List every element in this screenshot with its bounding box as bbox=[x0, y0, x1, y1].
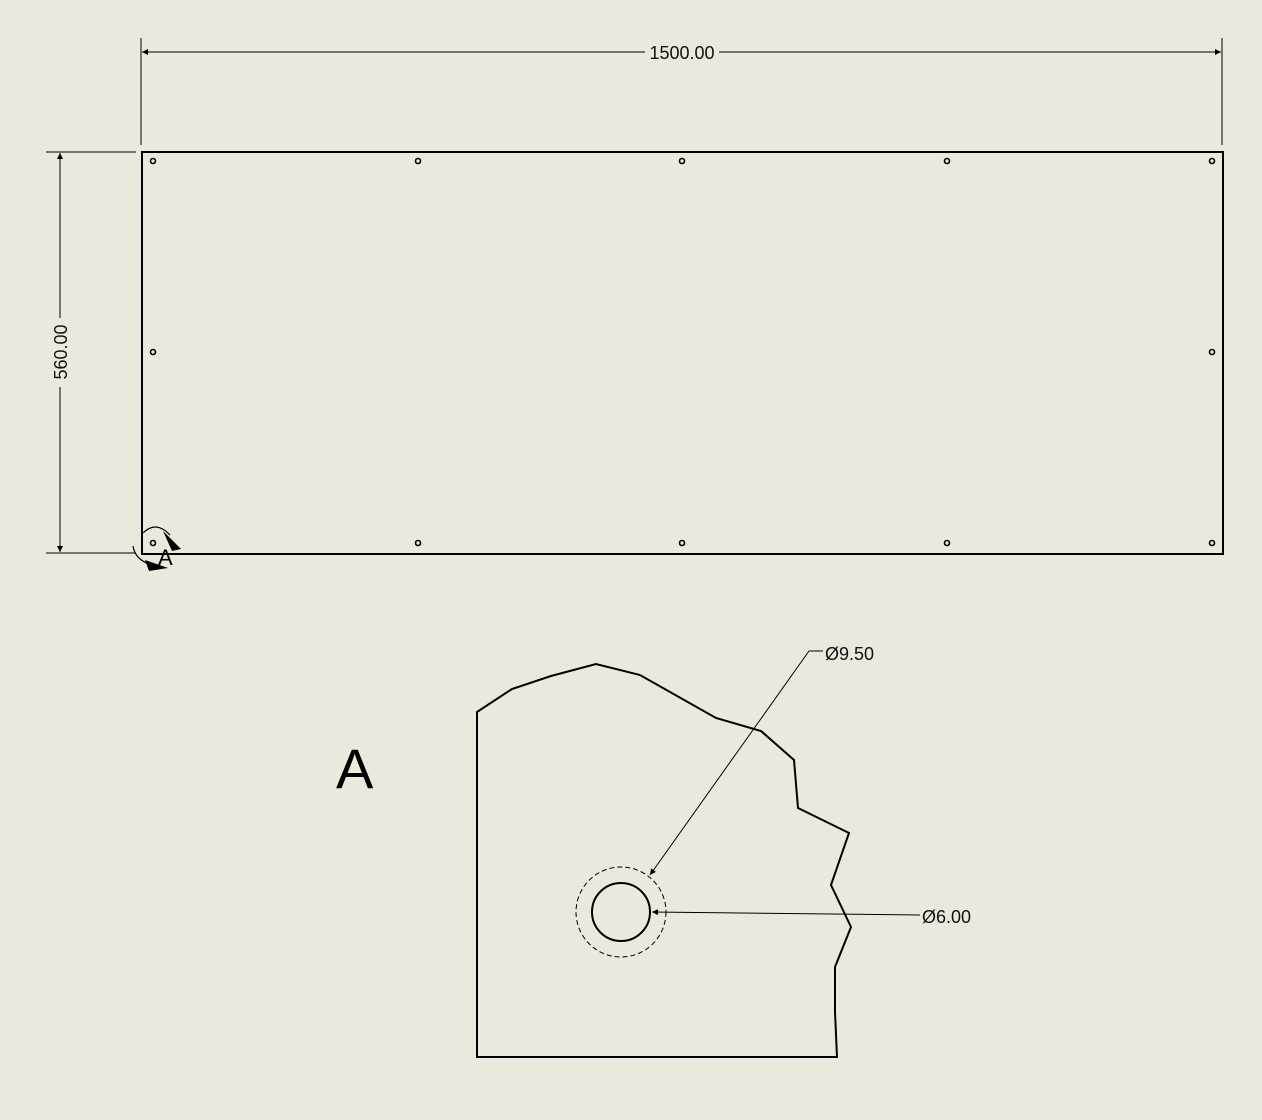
mounting-hole bbox=[414, 157, 422, 165]
detail-callout-letter: A bbox=[158, 545, 173, 570]
hole-diameter-annotation: Ø6.00 bbox=[651, 907, 971, 927]
panel-outline bbox=[141, 151, 1224, 555]
mounting-hole bbox=[943, 539, 951, 547]
outer-diameter-value: Ø9.50 bbox=[825, 644, 874, 664]
mounting-hole bbox=[1208, 539, 1216, 547]
outer-diameter-annotation: Ø9.50 bbox=[649, 644, 874, 876]
detail-callout-arrow-lower bbox=[145, 560, 168, 571]
hole-diameter-value: Ø6.00 bbox=[922, 907, 971, 927]
width-dimension-value: 1500.00 bbox=[649, 43, 714, 63]
mounting-hole bbox=[149, 348, 157, 356]
mounting-hole bbox=[1208, 348, 1216, 356]
detail-view-label: A bbox=[336, 737, 374, 800]
mounting-hole bbox=[1208, 157, 1216, 165]
detail-callout-arc bbox=[142, 526, 171, 536]
outer-diameter-leader bbox=[649, 650, 810, 876]
height-dimension-value: 560.00 bbox=[51, 324, 71, 379]
hole-diameter-leader bbox=[651, 909, 921, 916]
height-dimension: 560.00 bbox=[46, 151, 136, 554]
detail-callout: A bbox=[132, 526, 181, 571]
detail-hole bbox=[591, 882, 651, 942]
detail-callout-arrow-upper bbox=[163, 531, 181, 551]
mounting-holes bbox=[149, 157, 1216, 547]
mounting-hole bbox=[414, 539, 422, 547]
mounting-hole bbox=[678, 157, 686, 165]
mounting-hole bbox=[943, 157, 951, 165]
mounting-hole bbox=[678, 539, 686, 547]
detail-view-boundary bbox=[476, 662, 853, 1058]
width-dimension: 1500.00 bbox=[140, 38, 1223, 145]
mounting-hole bbox=[149, 539, 157, 547]
mounting-hole bbox=[149, 157, 157, 165]
